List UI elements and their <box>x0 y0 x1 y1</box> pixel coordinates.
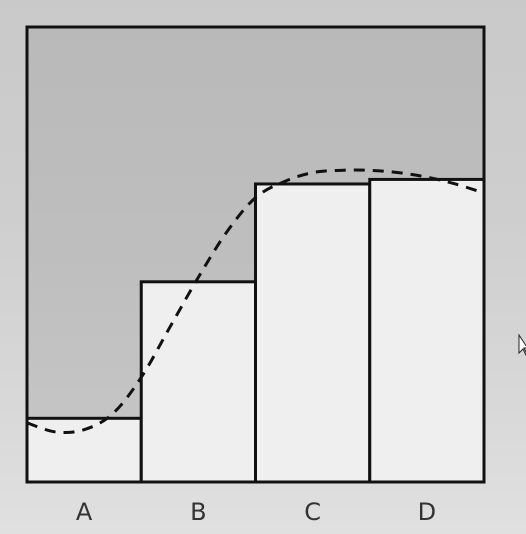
dashed-trend-curve <box>26 168 485 435</box>
bar-b <box>139 280 257 484</box>
bar-c <box>254 182 372 484</box>
bar-d <box>368 177 486 484</box>
mouse-cursor-icon <box>518 334 526 356</box>
bar-a <box>25 416 143 484</box>
category-label-b: B <box>190 498 206 526</box>
category-label-a: A <box>76 498 93 526</box>
category-label-c: C <box>304 498 321 526</box>
category-label-d: D <box>418 498 436 526</box>
plot-frame <box>25 25 486 484</box>
